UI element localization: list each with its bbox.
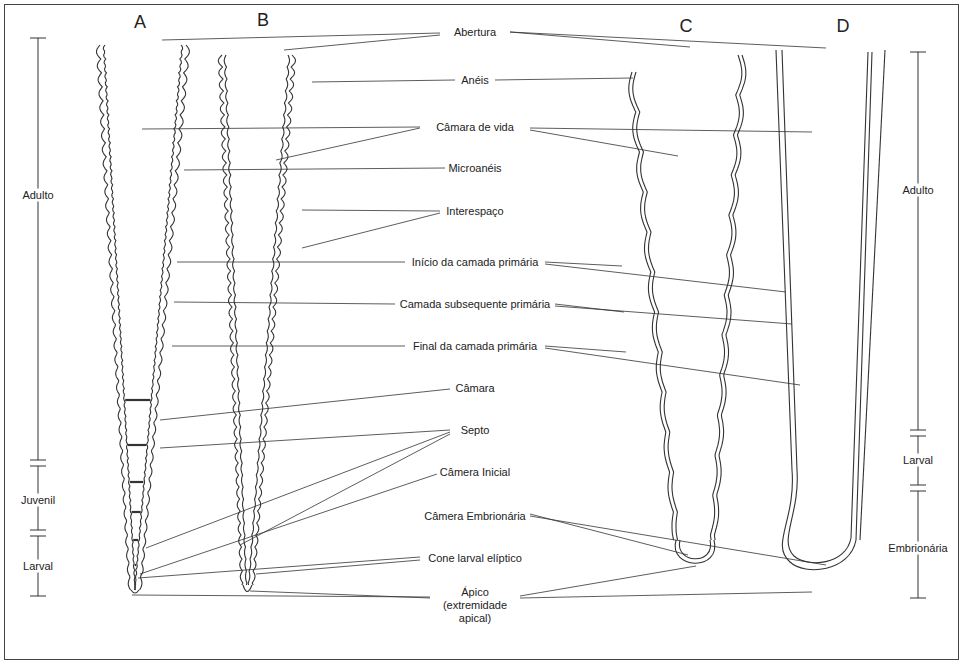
shell-wall (711, 55, 742, 540)
shell-wall (782, 50, 868, 563)
shell-wall (131, 590, 139, 593)
shell-wall (633, 72, 678, 540)
shell-wall (125, 399, 150, 401)
shell-wall (128, 444, 147, 446)
part-label: Camada subsequente primária (397, 298, 553, 311)
shell-wall (218, 55, 243, 585)
part-label: Septo (458, 424, 493, 437)
leader-lines (132, 32, 826, 598)
part-label: Juvenil (18, 494, 58, 507)
shell-wall (776, 50, 872, 570)
shell-wall (132, 511, 141, 513)
specimen-letter: B (254, 10, 272, 30)
shell-wall (248, 55, 289, 585)
part-label: Adulto (899, 184, 936, 197)
part-label: Interespaço (443, 205, 506, 218)
frame (5, 5, 959, 660)
part-label: Microanéis (445, 162, 504, 175)
part-label: Câmara de vida (433, 121, 517, 134)
shell-wall (860, 50, 885, 540)
part-label: Abertura (451, 26, 499, 39)
shell-wall (140, 45, 190, 590)
part-label: Embrionária (885, 542, 950, 555)
specimen-letter: A (131, 12, 149, 32)
specimen-letter: C (677, 16, 696, 36)
shell-wall (135, 564, 137, 566)
part-label: Larval (20, 560, 56, 573)
shell-wall (103, 45, 135, 590)
part-label: Câmera Embrionária (421, 510, 528, 523)
part-label: Final da camada primária (410, 340, 540, 353)
shell-outlines (97, 45, 886, 593)
shell-wall (715, 55, 746, 540)
part-label: Câmera Inicial (437, 466, 513, 479)
shell-wall (130, 481, 143, 483)
shell-wall (629, 72, 674, 540)
part-label: Câmara (452, 382, 497, 395)
shell-wall (243, 585, 252, 592)
part-label: Início da camada primária (409, 256, 542, 269)
shell-wall (679, 540, 710, 559)
part-label: Adulto (19, 189, 56, 202)
shell-wall (135, 45, 183, 590)
shell-wall (224, 55, 247, 585)
part-label: Cone larval elíptico (425, 552, 525, 565)
shell-wall (133, 539, 138, 541)
shell-wall (97, 45, 131, 590)
part-label: Larval (900, 454, 936, 467)
stage-brackets (30, 38, 926, 598)
specimen-letter: D (834, 16, 853, 36)
shell-wall (252, 55, 295, 585)
part-label: Anéis (458, 74, 492, 87)
part-label: Ápico (extremidade apical) (430, 586, 520, 625)
